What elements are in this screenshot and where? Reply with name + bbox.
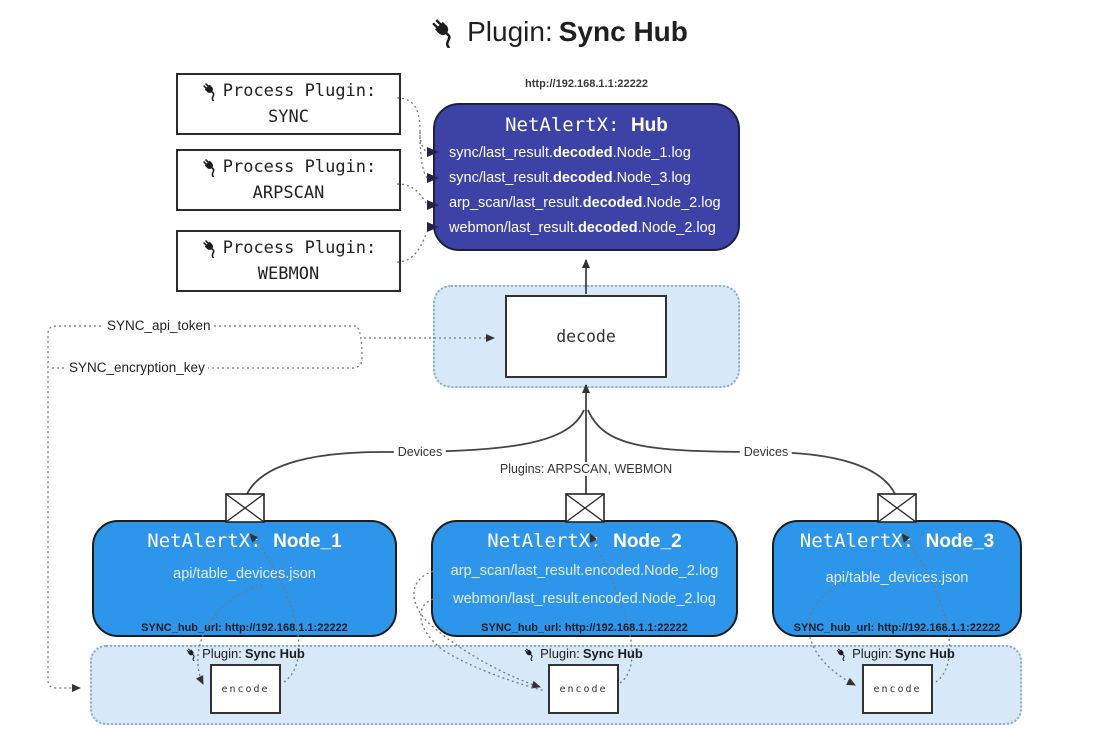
encode-box-node1: encode xyxy=(210,664,281,714)
sync-hub-plugin-label: Plugin: Sync Hub xyxy=(523,646,643,661)
node-box-node1: NetAlertX: Node_1 api/table_devices.json… xyxy=(92,520,397,637)
page-title-name: Sync Hub xyxy=(558,16,688,47)
hub-log-line: webmon/last_result.decoded.Node_2.log xyxy=(449,220,716,236)
plug-icon xyxy=(201,81,221,101)
node-file-line: api/table_devices.json xyxy=(173,566,316,582)
envelope-icon xyxy=(877,493,917,523)
sync-plugin-link-1 xyxy=(396,97,428,153)
sync-plugin-link-2 xyxy=(419,131,428,179)
process-plugin-label: Process Plugin: xyxy=(222,157,377,177)
process-plugin-box-webmon: Process Plugin: WEBMON xyxy=(176,230,401,292)
arpscan-plugin-link xyxy=(396,183,427,204)
encode-box-node3: encode xyxy=(862,664,933,714)
encode-box-node2: encode xyxy=(548,664,619,714)
hub-title-prefix: NetAlertX: xyxy=(505,114,631,136)
sync-hub-plugin-label: Plugin: Sync Hub xyxy=(835,646,955,661)
encode-label: encode xyxy=(559,683,608,695)
sync-api-token-label: SYNC_api_token xyxy=(104,318,214,333)
plugins-mid-label: Plugins: ARPSCAN, WEBMON xyxy=(495,462,677,476)
process-plugin-box-sync: Process Plugin: SYNC xyxy=(176,73,401,135)
process-plugin-box-arpscan: Process Plugin: ARPSCAN xyxy=(176,149,401,211)
devices-right-label: Devices xyxy=(739,445,793,459)
node-file-line: arp_scan/last_result.encoded.Node_2.log xyxy=(450,563,719,579)
plug-icon xyxy=(429,16,461,48)
node-hub-url: SYNC_hub_url: http://192.168.1.1:22222 xyxy=(481,622,688,634)
encode-label: encode xyxy=(221,683,270,695)
envelope-icon xyxy=(225,493,265,523)
hub-url: http://192.168.1.1:22222 xyxy=(525,78,648,90)
plug-icon xyxy=(523,647,537,661)
page-title: Plugin: Sync Hub xyxy=(0,16,1117,48)
sync-hub-plugin-label: Plugin: Sync Hub xyxy=(185,646,305,661)
page-title-prefix: Plugin: xyxy=(467,16,553,47)
process-plugin-label: Process Plugin: xyxy=(222,81,377,101)
hub-log-line: arp_scan/last_result.decoded.Node_2.log xyxy=(449,195,721,211)
plug-icon xyxy=(835,647,849,661)
sync-encryption-key-label: SYNC_encryption_key xyxy=(66,360,208,375)
node-file-line: api/table_devices.json xyxy=(825,570,969,586)
plug-icon xyxy=(201,157,221,177)
hub-title-name: Hub xyxy=(630,115,668,136)
hub-box: NetAlertX: Hub sync/last_result.decoded.… xyxy=(433,103,740,251)
process-plugin-name: SYNC xyxy=(268,107,309,127)
webmon-plugin-link xyxy=(396,231,428,263)
hub-log-line: sync/last_result.decoded.Node_1.log xyxy=(449,145,691,161)
plug-icon xyxy=(185,647,199,661)
plug-icon xyxy=(201,238,221,258)
decode-box: decode xyxy=(505,295,667,378)
devices-left-label: Devices xyxy=(393,445,447,459)
node-title: NetAlertX: Node_2 xyxy=(487,530,682,552)
node-title: NetAlertX: Node_3 xyxy=(799,530,995,552)
process-plugin-name: ARPSCAN xyxy=(252,183,325,203)
node-box-node3: NetAlertX: Node_3 api/table_devices.json… xyxy=(772,520,1022,637)
node-hub-url: SYNC_hub_url: http://192.168.1.1:22222 xyxy=(141,622,348,634)
envelope-icon xyxy=(565,493,605,523)
node-hub-url: SYNC_hub_url: http://192.168.1.1:22222 xyxy=(793,622,1001,634)
hub-log-lines: sync/last_result.decoded.Node_1.log sync… xyxy=(435,141,738,241)
process-plugin-name: WEBMON xyxy=(257,264,320,284)
node-box-node2: NetAlertX: Node_2 arp_scan/last_result.e… xyxy=(431,520,738,637)
decode-label: decode xyxy=(556,327,616,346)
process-plugin-label: Process Plugin: xyxy=(222,238,377,258)
hub-log-line: sync/last_result.decoded.Node_3.log xyxy=(449,170,691,186)
node-file-line: webmon/last_result.encoded.Node_2.log xyxy=(453,591,716,607)
encode-label: encode xyxy=(873,683,922,695)
hub-title: NetAlertX: Hub xyxy=(435,114,738,137)
node-title: NetAlertX: Node_1 xyxy=(147,530,342,552)
